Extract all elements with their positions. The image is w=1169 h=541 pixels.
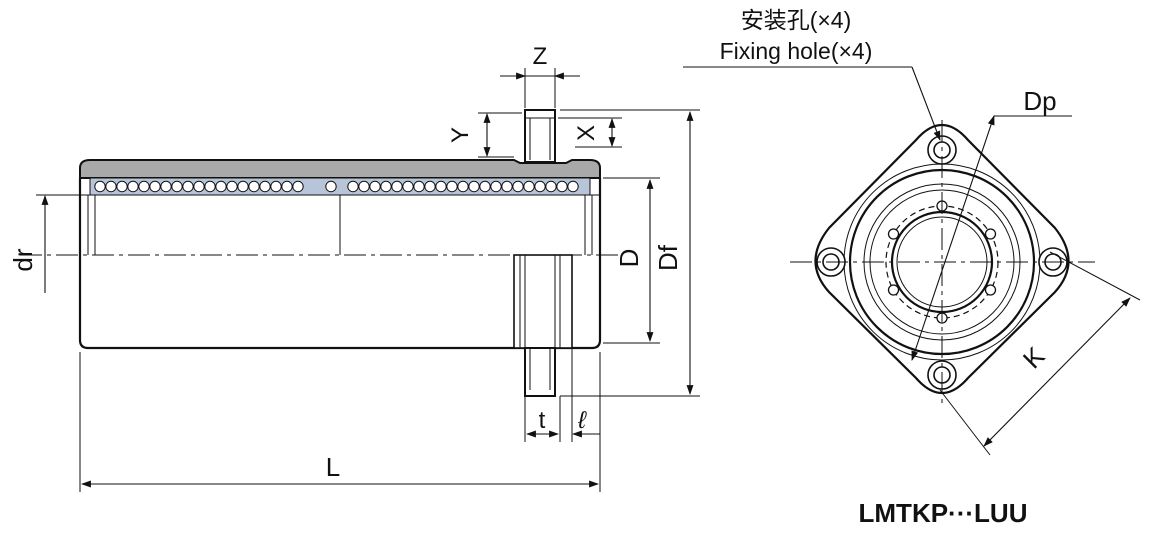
side-view: Z Y X dr D Df t ℓ [8, 43, 700, 492]
bushing-body [78, 178, 602, 350]
ball [237, 180, 249, 193]
dim-L-label: L [326, 452, 340, 482]
ball [446, 180, 458, 193]
ball-row [94, 180, 579, 193]
ball [358, 180, 370, 193]
ball-window [984, 284, 997, 296]
ball [259, 180, 271, 193]
dim-dp-label: Dp [1023, 86, 1056, 116]
ball [534, 180, 546, 193]
ball [116, 180, 128, 193]
ball [226, 180, 238, 193]
ball [105, 180, 117, 193]
ball [171, 180, 183, 193]
ball [160, 180, 172, 193]
ball-window [984, 228, 997, 240]
ball [215, 180, 227, 193]
dim-k-label: K [1017, 340, 1051, 374]
model-code: LMTKP···LUU [859, 498, 1028, 528]
dim-l-label: ℓ [577, 407, 587, 434]
ball [435, 180, 447, 193]
ball [413, 180, 425, 193]
ball [248, 180, 260, 193]
ball [512, 180, 524, 193]
ball [325, 180, 337, 193]
dim-dr-label: dr [8, 248, 38, 271]
ball [292, 180, 304, 193]
hole-label-en: Fixing hole(×4) [720, 38, 873, 64]
ball [127, 180, 139, 193]
ball [545, 180, 557, 193]
ball [270, 180, 282, 193]
ball [479, 180, 491, 193]
ball [138, 180, 150, 193]
ball [94, 180, 106, 193]
ball [149, 180, 161, 193]
ball [193, 180, 205, 193]
ball [380, 180, 392, 193]
ball [369, 180, 381, 193]
ball [567, 180, 579, 193]
housing-section [79, 159, 601, 179]
ball [490, 180, 502, 193]
ball [182, 180, 194, 193]
ball [556, 180, 568, 193]
ball [468, 180, 480, 193]
front-view: Dp 安装孔(×4) Fixing hole(×4) K [683, 7, 1141, 456]
ball [424, 180, 436, 193]
ball-window [887, 228, 900, 240]
ball [347, 180, 359, 193]
ball [523, 180, 535, 193]
ball [457, 180, 469, 193]
dim-y-label: Y [447, 127, 474, 143]
ball [204, 180, 216, 193]
dim-d-label: D [614, 249, 644, 268]
ball [281, 180, 293, 193]
dim-t-label: t [539, 407, 546, 434]
hole-label-cn: 安装孔(×4) [741, 7, 852, 33]
ball [501, 180, 513, 193]
ball [391, 180, 403, 193]
dim-z-label: Z [533, 43, 548, 70]
dim-df-label: Df [653, 244, 683, 271]
ball [402, 180, 414, 193]
dim-x-label: X [573, 125, 600, 141]
flange-lower [513, 254, 573, 349]
ball-window [887, 284, 900, 296]
